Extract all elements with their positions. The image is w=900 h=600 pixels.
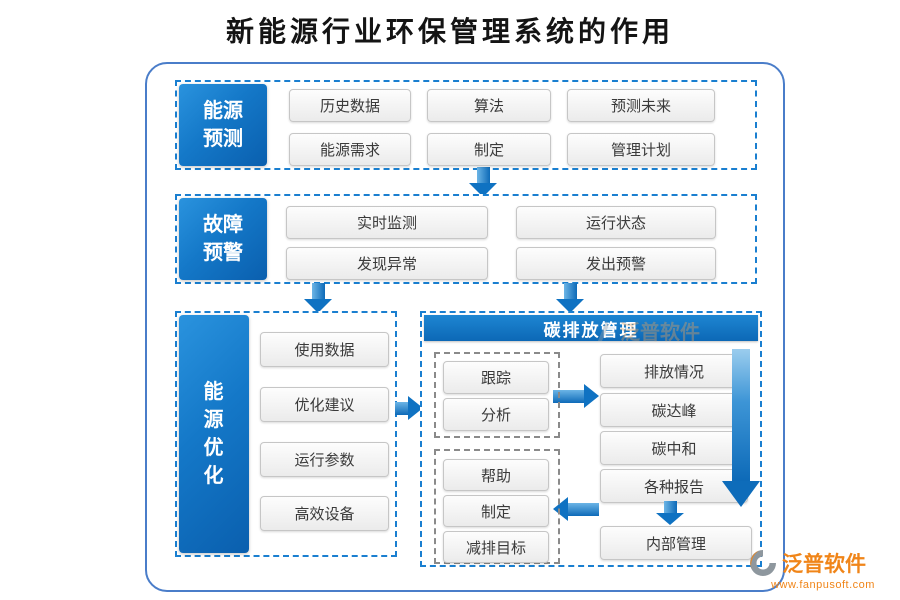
section-energy-forecast-label: 能源 预测 xyxy=(179,84,267,166)
node-formulate-plan: 制定 xyxy=(443,495,549,527)
node-carbon-neutral: 碳中和 xyxy=(600,431,748,465)
node-find-anomaly: 发现异常 xyxy=(286,247,488,280)
brand-name: 泛普软件 xyxy=(782,553,866,576)
carbon-management-header: 碳排放管理 xyxy=(424,315,758,341)
node-running-status: 运行状态 xyxy=(516,206,716,239)
arrow-right-icon xyxy=(553,384,599,408)
page-title: 新能源行业环保管理系统的作用 xyxy=(225,15,674,48)
section-energy-optimization: 能 源 优 化 使用数据 优化建议 运行参数 高效设备 xyxy=(175,311,397,557)
node-running-params: 运行参数 xyxy=(260,442,389,477)
brand-url: www.fanpusoft.com xyxy=(771,579,875,591)
group-track-analyse: 跟踪 分析 xyxy=(434,352,560,438)
section-fault-warning: 故障 预警 实时监测 运行状态 发现异常 发出预警 xyxy=(175,194,757,284)
node-formulate: 制定 xyxy=(427,133,551,166)
section-energy-forecast: 能源 预测 历史数据 算法 预测未来 能源需求 制定 管理计划 xyxy=(175,80,757,170)
section-energy-optimization-label: 能 源 优 化 xyxy=(179,315,249,553)
node-help: 帮助 xyxy=(443,459,549,491)
node-reduction-target: 减排目标 xyxy=(443,531,549,563)
node-efficient-equipment: 高效设备 xyxy=(260,496,389,531)
node-carbon-peak: 碳达峰 xyxy=(600,393,748,427)
node-energy-demand: 能源需求 xyxy=(289,133,411,166)
arrow-down-icon xyxy=(469,167,497,197)
arrow-down-icon xyxy=(556,283,584,313)
node-usage-data: 使用数据 xyxy=(260,332,389,367)
node-algorithm: 算法 xyxy=(427,89,551,122)
node-analyse: 分析 xyxy=(443,398,549,431)
node-track: 跟踪 xyxy=(443,361,549,394)
arrow-down-icon xyxy=(304,283,332,313)
logo-icon xyxy=(750,550,776,576)
group-reduction-plan: 帮助 制定 减排目标 xyxy=(434,449,560,564)
node-optimize-advice: 优化建议 xyxy=(260,387,389,422)
node-predict-future: 预测未来 xyxy=(567,89,715,122)
brand-logo: 泛普软件 www.fanpusoft.com xyxy=(748,548,898,591)
section-fault-warning-label: 故障 预警 xyxy=(179,198,267,280)
node-management-plan: 管理计划 xyxy=(567,133,715,166)
node-issue-warning: 发出预警 xyxy=(516,247,716,280)
arrow-right-icon xyxy=(395,396,423,420)
section-carbon-management: 碳排放管理 跟踪 分析 排放情况 碳达峰 碳中和 各种报告 内部管理 xyxy=(420,311,762,567)
node-internal-management: 内部管理 xyxy=(600,526,752,560)
node-realtime-monitor: 实时监测 xyxy=(286,206,488,239)
node-history-data: 历史数据 xyxy=(289,89,411,122)
big-arrow-down-icon xyxy=(722,349,760,507)
arrow-down-icon xyxy=(656,501,684,525)
arrow-left-icon xyxy=(553,497,599,521)
